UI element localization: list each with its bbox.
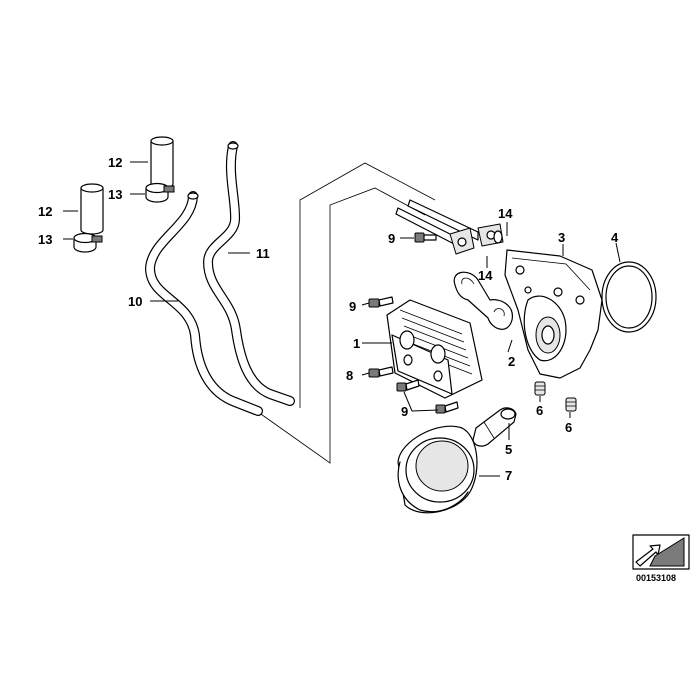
- bolt-9-lower-a: [396, 379, 420, 392]
- oil-cooler-1: [386, 299, 483, 399]
- oil-filter-7: [397, 425, 478, 514]
- bolt-8: [368, 366, 394, 378]
- leader-lines: [63, 161, 621, 477]
- o-ring-14: [493, 230, 503, 244]
- hose-sleeve-lower-12: [80, 183, 104, 235]
- bolt-9-upper: [414, 232, 437, 243]
- callout-9-cooler: 9: [349, 299, 356, 314]
- reference-number: 00153108: [636, 573, 676, 583]
- callout-14-upper: 14: [498, 206, 513, 221]
- bolt-9-cooler: [368, 296, 394, 308]
- line-connector-fittings: [395, 199, 504, 255]
- reference-symbol: 00153108: [632, 534, 690, 583]
- hose-clamp-lower-13: [73, 232, 103, 253]
- hose-sleeve-upper-12: [150, 136, 174, 189]
- callout-11: 11: [256, 246, 270, 261]
- hose-clamp-upper-13: [145, 182, 175, 203]
- connector-5: [472, 407, 517, 447]
- gasket-2: [453, 271, 513, 330]
- callout-14-lower: 14: [478, 268, 493, 283]
- callout-3: 3: [558, 230, 565, 245]
- callout-1: 1: [353, 336, 360, 351]
- callout-13-upper: 13: [108, 187, 122, 202]
- callout-6-left: 6: [536, 403, 543, 418]
- callout-6-right: 6: [565, 420, 572, 435]
- oil-filter-housing-3: [504, 249, 603, 379]
- callout-labels: 1 2 3 4 5 6 6 7 8 9 9 9 10 11 12 12 13 1…: [38, 155, 619, 483]
- callout-12-upper: 12: [108, 155, 122, 170]
- callout-13-lower: 13: [38, 232, 52, 247]
- callout-9-lower: 9: [401, 404, 408, 419]
- plug-6-right: [565, 397, 577, 412]
- oil-line-hose-11: [203, 141, 295, 406]
- reference-outline: [257, 162, 436, 464]
- bolt-9-lower-b: [435, 401, 459, 414]
- oil-line-hose-10: [145, 191, 263, 416]
- callout-4: 4: [611, 230, 619, 245]
- plug-6-left: [534, 381, 546, 396]
- callout-10: 10: [128, 294, 142, 309]
- callout-7: 7: [505, 468, 512, 483]
- callout-5: 5: [505, 442, 512, 457]
- callout-9-upper: 9: [388, 231, 395, 246]
- o-ring-4: [601, 261, 657, 333]
- callout-2: 2: [508, 354, 515, 369]
- callout-8: 8: [346, 368, 353, 383]
- callout-12-lower: 12: [38, 204, 52, 219]
